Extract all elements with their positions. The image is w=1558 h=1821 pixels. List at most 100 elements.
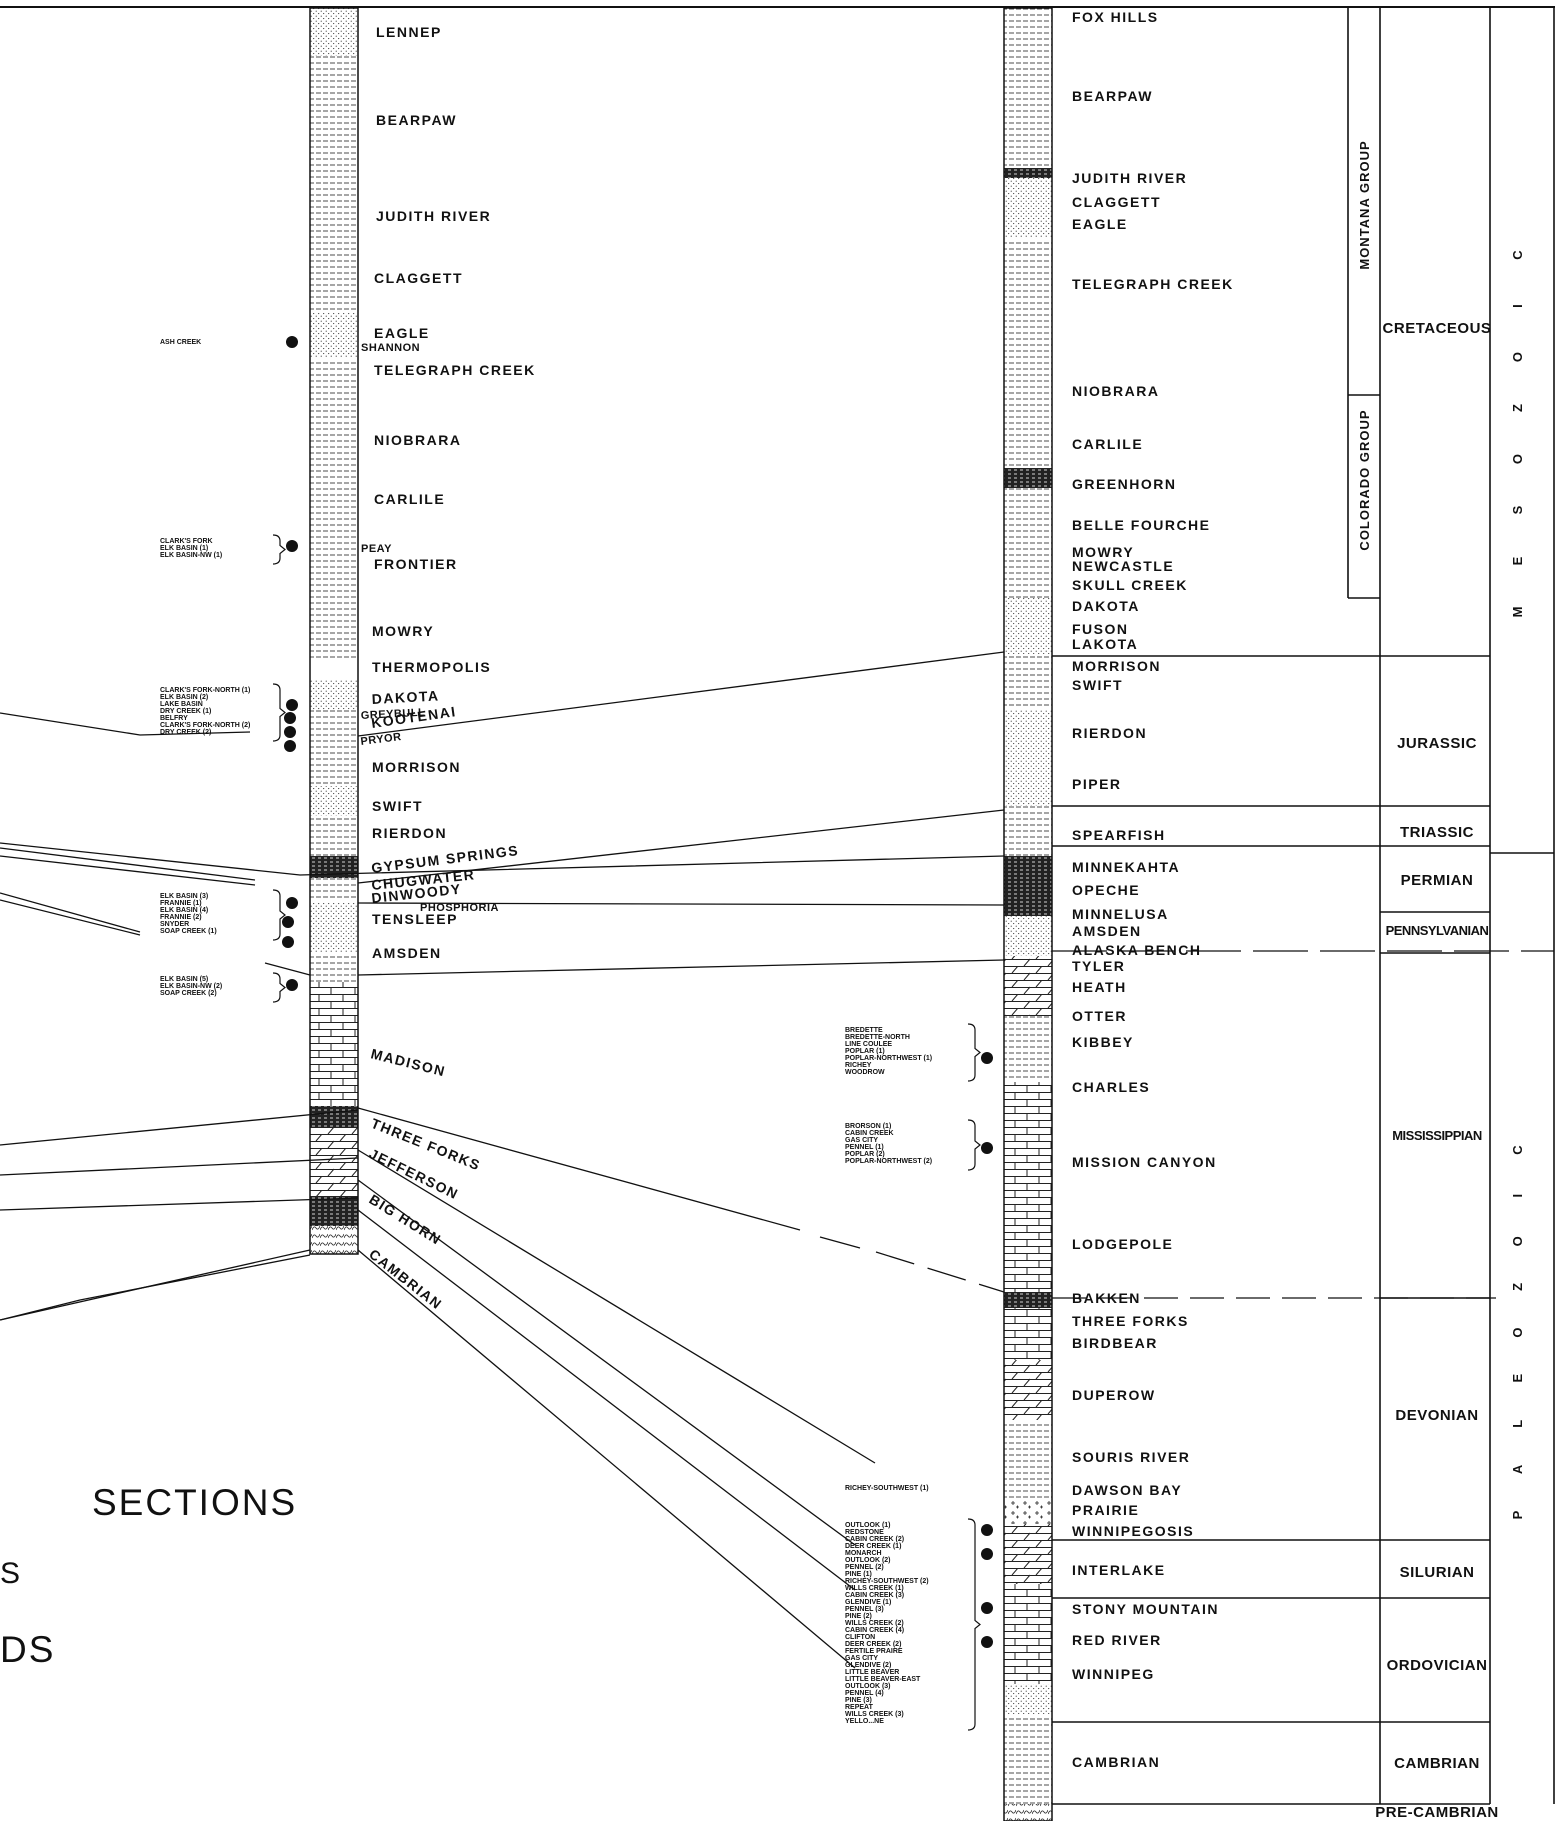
- left-well-name: CLARK'S FORK: [160, 538, 213, 545]
- right-well-name: CABIN CREEK: [845, 1130, 894, 1137]
- left-well-dot: [282, 916, 294, 928]
- right-formation-label: GREENHORN: [1072, 476, 1177, 492]
- left-formation-label: NIOBRARA: [374, 432, 461, 448]
- right-formation-label: LODGEPOLE: [1072, 1236, 1173, 1252]
- left-well-name: SOAP CREEK (1): [160, 928, 217, 935]
- left-formation-label: TENSLEEP: [372, 911, 458, 927]
- right-well-dot: [981, 1548, 993, 1560]
- right-well-name: RICHEY-SOUTHWEST (1): [845, 1485, 929, 1492]
- right-well-name: DEER CREEK (2): [845, 1641, 901, 1648]
- right-well-name: REPEAT: [845, 1704, 874, 1711]
- right-formation-label: LAKOTA: [1072, 636, 1138, 652]
- title-fragment-sections: SECTIONS: [92, 1482, 297, 1523]
- right-well-name: CABIN CREEK (4): [845, 1627, 904, 1634]
- left-formation-label: BIG HORN: [366, 1191, 444, 1248]
- left-well-dot: [282, 936, 294, 948]
- era-letter: O: [1510, 1236, 1525, 1246]
- right-well-name: WILLS CREEK (2): [845, 1620, 904, 1627]
- right-formation-label: BIRDBEAR: [1072, 1335, 1158, 1351]
- right-formation-label: FUSON: [1072, 621, 1129, 637]
- right-formation-label: MORRISON: [1072, 658, 1161, 674]
- right-well-brace: [967, 1518, 981, 1731]
- right-formation-label: CLAGGETT: [1072, 194, 1161, 210]
- period-label: SILURIAN: [1400, 1564, 1475, 1581]
- left-well-dot: [286, 699, 298, 711]
- right-formation-label: BEARPAW: [1072, 88, 1153, 104]
- right-well-name: BREDETTE: [845, 1027, 883, 1034]
- period-label: DEVONIAN: [1395, 1407, 1478, 1424]
- right-well-name: MONARCH: [845, 1550, 882, 1557]
- period-label: CRETACEOUS: [1383, 320, 1492, 337]
- right-well-dot: [981, 1524, 993, 1536]
- right-well-name: PENNEL (4): [845, 1690, 884, 1697]
- right-formation-label: MINNELUSA: [1072, 906, 1169, 922]
- right-well-name: POPLAR (1): [845, 1048, 885, 1055]
- right-well-name: GLENDIVE (1): [845, 1599, 891, 1606]
- left-formation-label: SHANNON: [361, 342, 420, 354]
- right-formation-label: PRAIRIE: [1072, 1502, 1139, 1518]
- right-formation-label: DAWSON BAY: [1072, 1482, 1182, 1498]
- right-formation-label: ALASKA BENCH: [1072, 942, 1201, 958]
- period-label: PERMIAN: [1401, 872, 1474, 889]
- left-well-brace: [272, 889, 286, 941]
- right-well-dot: [981, 1602, 993, 1614]
- right-well-name: WOODROW: [845, 1069, 885, 1076]
- left-formation-label: GREYBULL: [361, 707, 426, 722]
- right-well-name: PINE (3): [845, 1697, 872, 1704]
- left-well-name: ELK BASIN-NW (2): [160, 983, 222, 990]
- right-formation-label: CARLILE: [1072, 436, 1143, 452]
- right-well-name: OUTLOOK (2): [845, 1557, 891, 1564]
- left-lithologic-column: [309, 7, 359, 1255]
- group-montana: MONTANA GROUP: [1357, 140, 1372, 269]
- left-formation-label: TELEGRAPH CREEK: [374, 362, 536, 378]
- right-well-dot: [981, 1142, 993, 1154]
- left-formation-label: EAGLE: [374, 325, 430, 341]
- right-formation-label: MOWRY: [1072, 544, 1134, 560]
- right-formation-label: MINNEKAHTA: [1072, 859, 1180, 875]
- era-letter: A: [1510, 1464, 1525, 1474]
- left-well-name: ELK BASIN (4): [160, 907, 208, 914]
- left-formation-label: MORRISON: [372, 759, 461, 775]
- right-well-name: PENNEL (2): [845, 1564, 884, 1571]
- right-formation-label: AMSDEN: [1072, 923, 1142, 939]
- right-well-name: POPLAR (2): [845, 1151, 885, 1158]
- right-well-name: YELLO...NE: [845, 1718, 884, 1725]
- left-formation-label: RIERDON: [372, 825, 447, 841]
- left-formation-label: THERMOPOLIS: [372, 659, 491, 675]
- left-formation-label: MADISON: [369, 1045, 447, 1079]
- right-well-name: CLIFTON: [845, 1634, 875, 1641]
- right-lithologic-column: [1003, 7, 1053, 1821]
- right-formation-label: BELLE FOURCHE: [1072, 517, 1211, 533]
- right-formation-label: HEATH: [1072, 979, 1127, 995]
- left-well-name: BELFRY: [160, 715, 188, 722]
- right-formation-label: DAKOTA: [1072, 598, 1140, 614]
- right-formation-label: RIERDON: [1072, 725, 1147, 741]
- left-well-name: ELK BASIN (3): [160, 893, 208, 900]
- left-well-name: FRANNIE (1): [160, 900, 202, 907]
- period-label: CAMBRIAN: [1394, 1755, 1480, 1772]
- era-letter: E: [1510, 1373, 1525, 1382]
- left-well-name: FRANNIE (2): [160, 914, 202, 921]
- left-well-dot: [286, 897, 298, 909]
- right-formation-label: OTTER: [1072, 1008, 1127, 1024]
- right-well-name: REDSTONE: [845, 1529, 884, 1536]
- right-formation-label: WINNIPEGOSIS: [1072, 1523, 1194, 1539]
- right-well-name: GAS CITY: [845, 1137, 878, 1144]
- right-well-name: LINE COULEE: [845, 1041, 892, 1048]
- left-well-brace: [272, 683, 286, 742]
- right-formation-label: CHARLES: [1072, 1079, 1150, 1095]
- right-formation-label: TELEGRAPH CREEK: [1072, 276, 1234, 292]
- right-well-name: RICHEY-SOUTHWEST (2): [845, 1578, 929, 1585]
- right-well-name: BREDETTE-NORTH: [845, 1034, 910, 1041]
- period-label: ORDOVICIAN: [1387, 1657, 1488, 1674]
- right-formation-label: EAGLE: [1072, 216, 1128, 232]
- right-well-name: PINE (1): [845, 1571, 872, 1578]
- left-formation-label: PRYOR: [360, 731, 402, 748]
- era-letter: O: [1510, 352, 1525, 362]
- left-well-brace: [272, 534, 286, 565]
- left-well-dot: [286, 540, 298, 552]
- left-well-dot: [286, 336, 298, 348]
- right-formation-label: FOX HILLS: [1072, 9, 1159, 25]
